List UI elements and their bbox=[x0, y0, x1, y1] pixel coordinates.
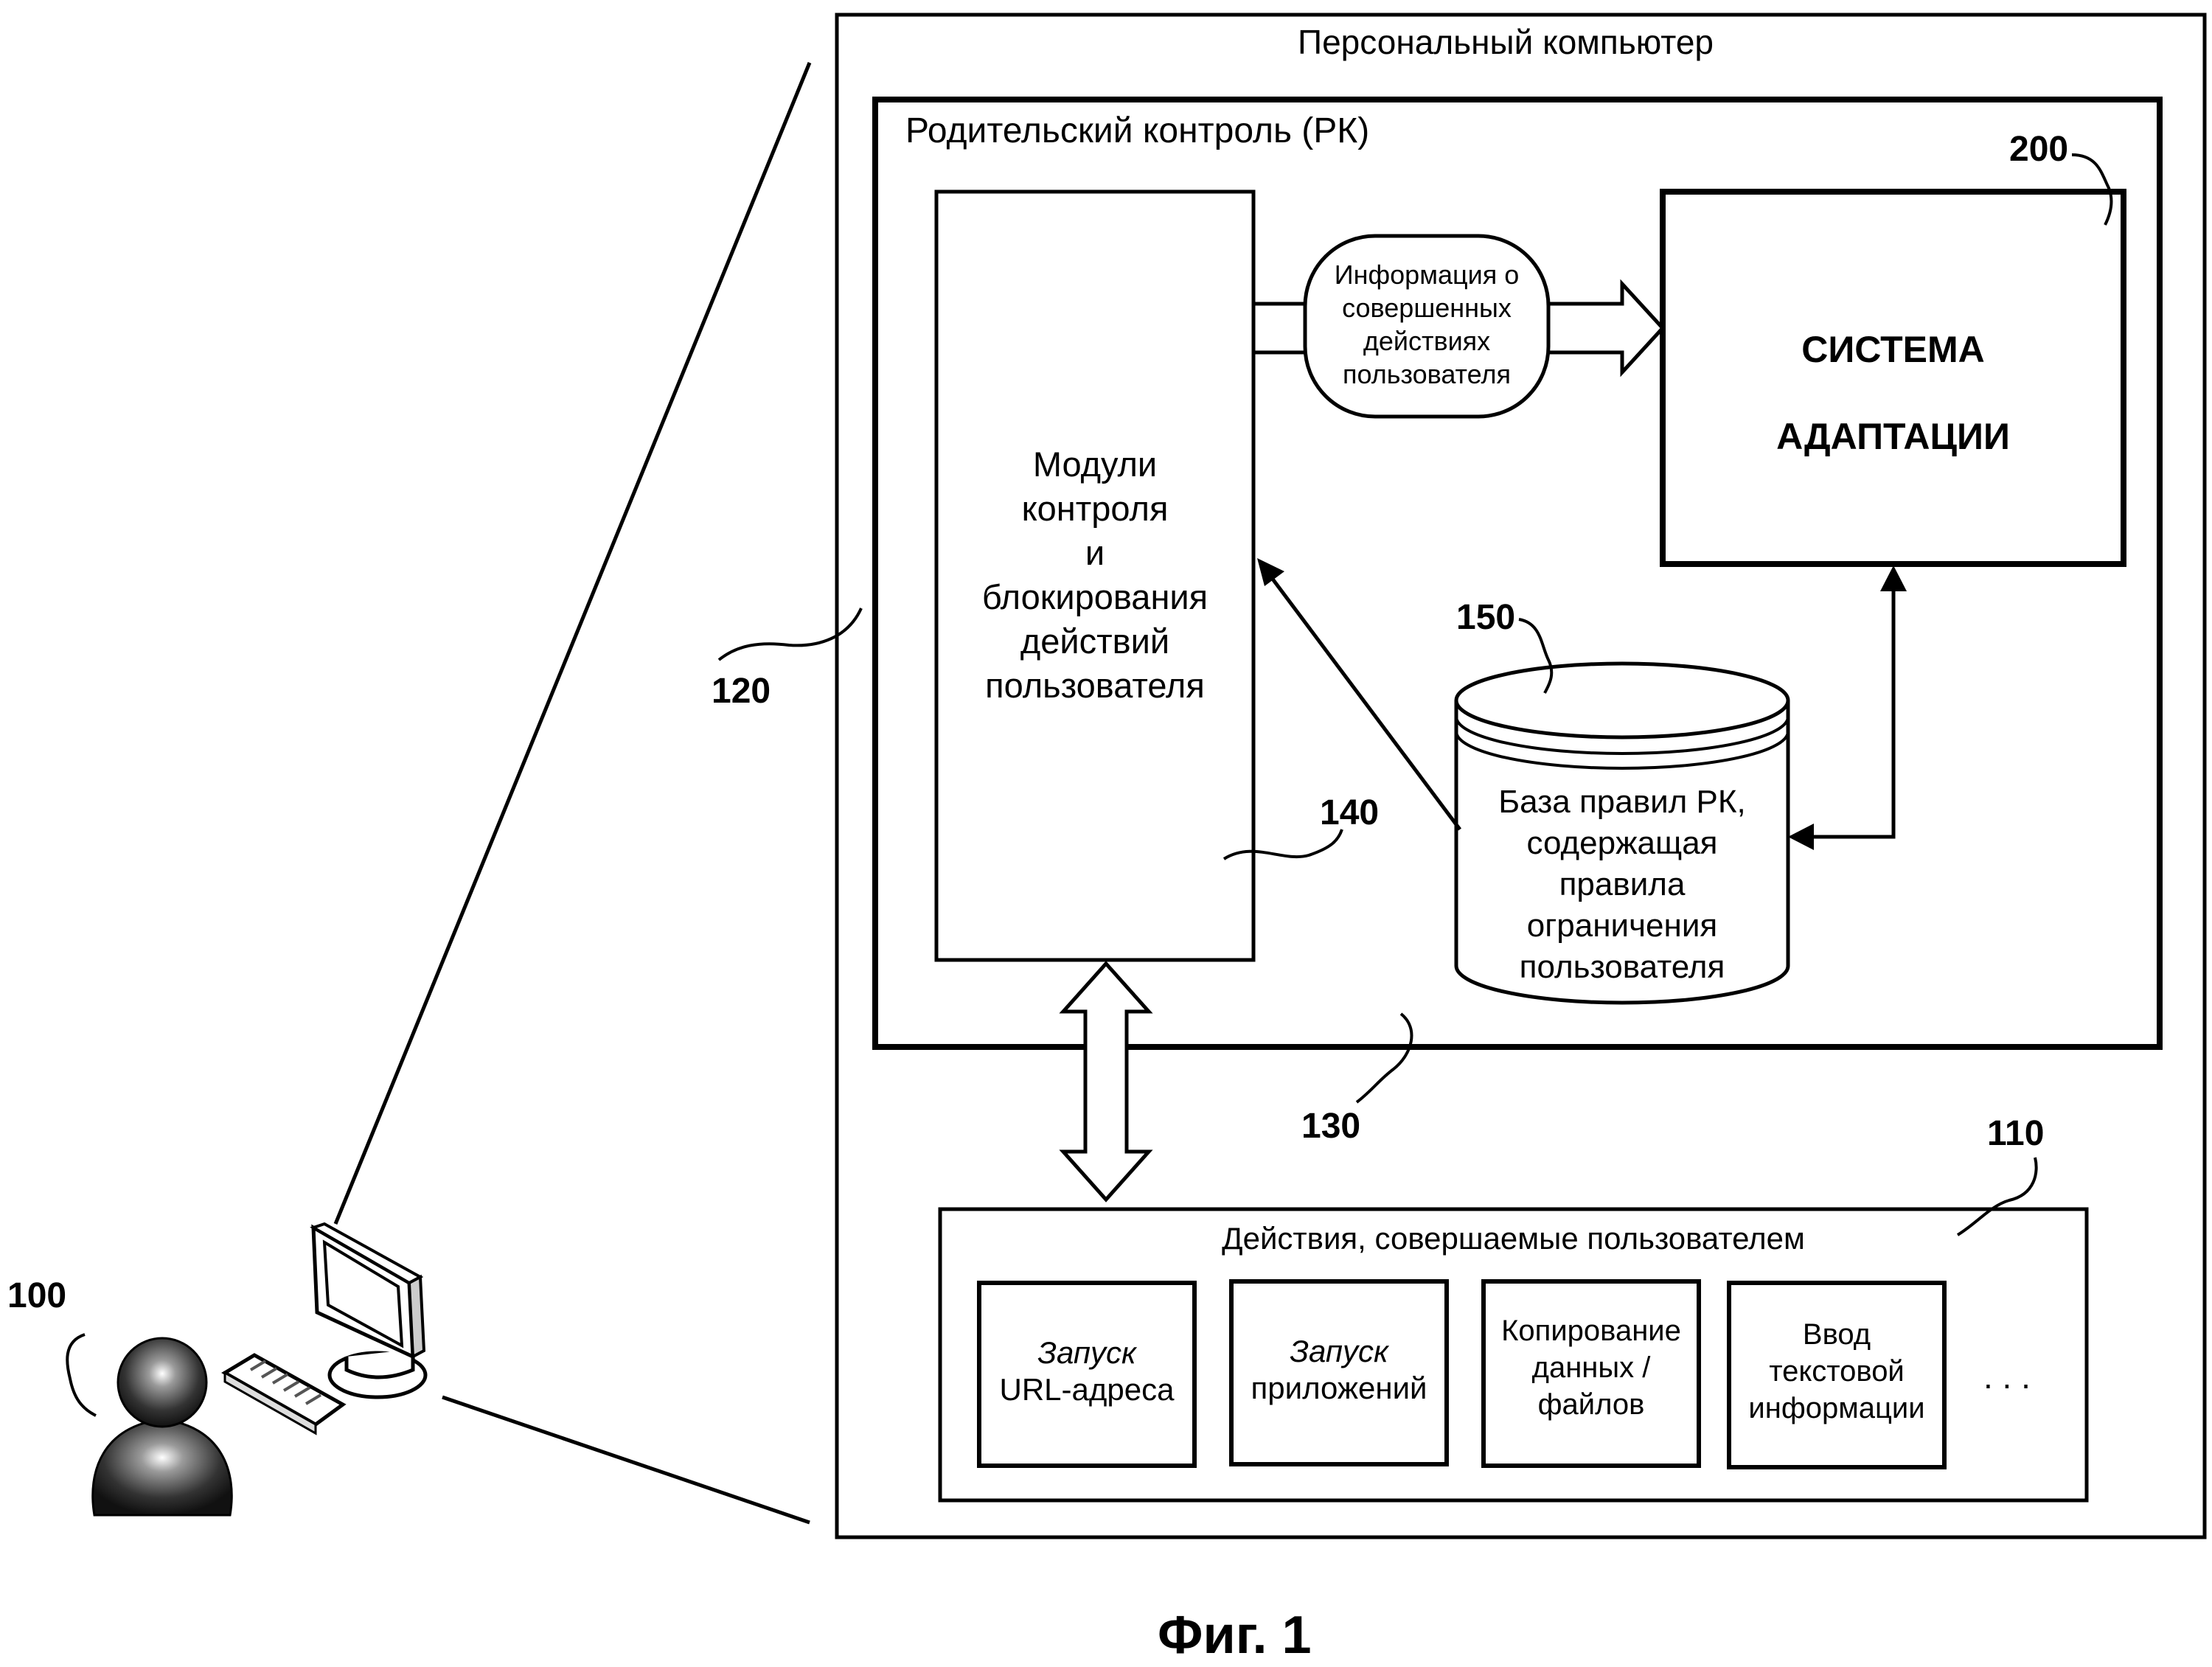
leader-200 bbox=[2071, 153, 2113, 226]
ref-120: 120 bbox=[712, 672, 771, 711]
ref-110: 110 bbox=[1987, 1114, 2045, 1153]
leader-150 bbox=[1518, 618, 1554, 694]
leader-110 bbox=[1956, 1157, 2038, 1236]
db-line-5: пользователя bbox=[1519, 949, 1725, 985]
arrow-db-to-modules bbox=[1267, 574, 1462, 831]
modules-line-6: пользователя bbox=[985, 666, 1205, 705]
parental-control-title: Родительский контроль (РК) bbox=[905, 111, 1370, 150]
modules-line-2: контроля bbox=[1021, 489, 1169, 528]
rules-database bbox=[1454, 661, 1790, 1005]
action-copy-line-3: файлов bbox=[1537, 1388, 1645, 1421]
leader-120 bbox=[717, 608, 863, 661]
ref-130: 130 bbox=[1301, 1107, 1361, 1146]
arrow-to-adaptation-head bbox=[1880, 565, 1907, 591]
db-line-2: содержащая bbox=[1526, 825, 1718, 861]
adaptation-system-block bbox=[1660, 189, 2126, 567]
modules-line-4: блокирования bbox=[981, 577, 1208, 616]
adaptation-line-1: СИСТЕМА bbox=[1801, 329, 1985, 370]
modules-line-5: действий bbox=[1020, 622, 1170, 661]
figure-caption: Фиг. 1 bbox=[1158, 1606, 1312, 1665]
action-text-label: Ввод текстовой информации bbox=[1729, 1316, 1944, 1427]
adaptation-line-2: АДАПТАЦИИ bbox=[1776, 416, 2010, 457]
user-icon bbox=[91, 1337, 233, 1517]
parental-control-frame bbox=[872, 97, 2163, 1050]
action-url-label: Запуск URL-адреса bbox=[979, 1334, 1194, 1408]
ref-200: 200 bbox=[2009, 130, 2069, 169]
action-text-line-3: информации bbox=[1748, 1392, 1925, 1424]
arrow-db-adaptation bbox=[1806, 582, 1896, 839]
info-line-1: Информация о bbox=[1334, 260, 1520, 290]
perspective-line-bottom bbox=[442, 1395, 810, 1525]
rules-db-label: База правил РК, содержащая правила огран… bbox=[1456, 782, 1788, 988]
arrow-db-to-modules-head bbox=[1257, 558, 1284, 586]
leader-100 bbox=[66, 1333, 97, 1417]
arrow-to-db-head bbox=[1788, 824, 1814, 850]
actions-ellipsis: . . . bbox=[1983, 1357, 2031, 1396]
info-bubble bbox=[1303, 234, 1551, 419]
ref-150: 150 bbox=[1456, 598, 1516, 637]
action-copy-box bbox=[1481, 1279, 1701, 1468]
adaptation-label: СИСТЕМА АДАПТАЦИИ bbox=[1663, 306, 2124, 480]
hollow-double-arrow bbox=[1059, 961, 1153, 1203]
info-line-3: действиях bbox=[1363, 326, 1491, 356]
action-copy-line-2: данных / bbox=[1531, 1351, 1651, 1384]
action-url-line-1: Запуск bbox=[1037, 1335, 1136, 1370]
computer-icon bbox=[310, 1222, 428, 1399]
action-apps-line-1: Запуск bbox=[1290, 1334, 1388, 1368]
action-apps-box bbox=[1229, 1279, 1449, 1466]
ref-140: 140 bbox=[1320, 793, 1380, 832]
action-apps-line-2: приложений bbox=[1251, 1371, 1427, 1405]
ref-100: 100 bbox=[7, 1276, 67, 1315]
action-url-box bbox=[977, 1281, 1197, 1468]
info-line-4: пользователя bbox=[1343, 359, 1511, 389]
action-text-box bbox=[1727, 1281, 1947, 1469]
modules-block bbox=[934, 189, 1256, 962]
leader-140 bbox=[1222, 829, 1343, 860]
leader-130 bbox=[1355, 1012, 1413, 1104]
modules-label: Модули контроля и блокирования действий … bbox=[936, 442, 1253, 708]
action-text-line-1: Ввод bbox=[1802, 1318, 1871, 1351]
pc-frame bbox=[835, 13, 2207, 1539]
keyboard-icon bbox=[221, 1353, 347, 1435]
action-text-line-2: текстовой bbox=[1769, 1355, 1905, 1388]
perspective-line-top bbox=[333, 62, 812, 1225]
modules-line-1: Модули bbox=[1032, 445, 1158, 484]
db-line-3: правила bbox=[1559, 866, 1686, 902]
pc-title: Персональный компьютер bbox=[1298, 23, 1714, 61]
modules-line-3: и bbox=[1085, 533, 1105, 572]
action-url-line-2: URL-адреса bbox=[999, 1372, 1175, 1407]
actions-title: Действия, совершаемые пользователем bbox=[1222, 1221, 1805, 1256]
action-copy-line-1: Копирование bbox=[1501, 1315, 1681, 1347]
db-line-1: База правил РК, bbox=[1498, 784, 1746, 820]
action-apps-label: Запуск приложений bbox=[1231, 1333, 1447, 1407]
action-copy-label: Копирование данных / файлов bbox=[1484, 1312, 1699, 1423]
info-line-2: совершенных bbox=[1342, 293, 1512, 323]
info-bubble-label: Информация о совершенных действиях польз… bbox=[1305, 258, 1548, 391]
db-line-4: ограничения bbox=[1526, 908, 1718, 944]
